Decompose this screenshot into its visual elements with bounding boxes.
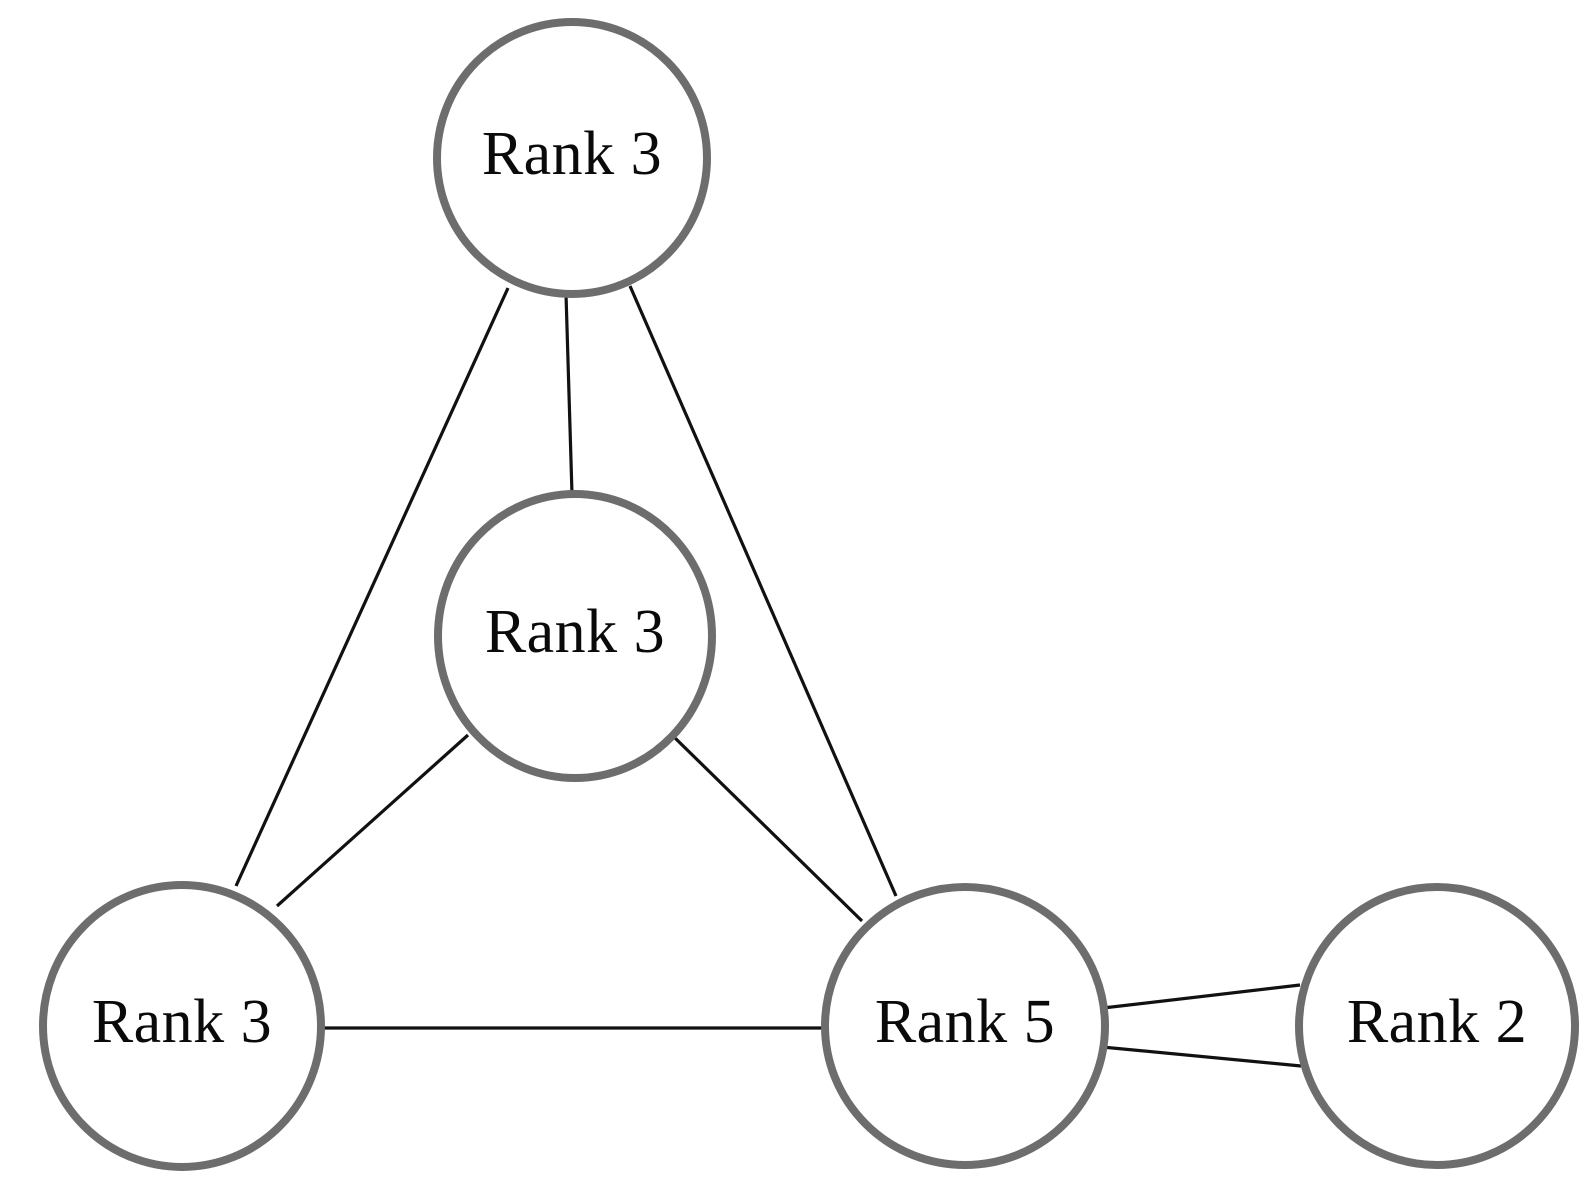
node-label: Rank 3 xyxy=(482,120,662,188)
node-circle[interactable] xyxy=(39,881,325,1171)
graph-node[interactable]: Rank 3 xyxy=(433,18,711,298)
graph-edge xyxy=(275,733,470,908)
graph-edge xyxy=(1102,983,1301,1010)
node-label: Rank 5 xyxy=(875,988,1055,1056)
node-label: Rank 3 xyxy=(485,598,665,666)
edges-layer xyxy=(234,285,1302,1068)
node-circle[interactable] xyxy=(821,883,1109,1169)
node-label: Rank 2 xyxy=(1347,988,1527,1056)
graph-edge xyxy=(672,735,864,923)
node-circle[interactable] xyxy=(1295,883,1579,1169)
node-circle[interactable] xyxy=(433,18,711,298)
graph-edge xyxy=(1101,1045,1302,1068)
graph-node[interactable]: Rank 3 xyxy=(434,490,716,782)
graph-edge xyxy=(628,285,898,897)
graph-node[interactable]: Rank 2 xyxy=(1295,883,1579,1169)
graph-edge xyxy=(564,293,574,495)
node-label: Rank 3 xyxy=(92,988,272,1056)
graph-node[interactable]: Rank 3 xyxy=(39,881,325,1171)
nodes-layer: Rank 3 Rank 3 Rank 3 Rank 5 Rank 2 xyxy=(39,18,1579,1171)
graph-edge xyxy=(234,287,510,887)
graph-node[interactable]: Rank 5 xyxy=(821,883,1109,1169)
node-circle[interactable] xyxy=(434,490,716,782)
